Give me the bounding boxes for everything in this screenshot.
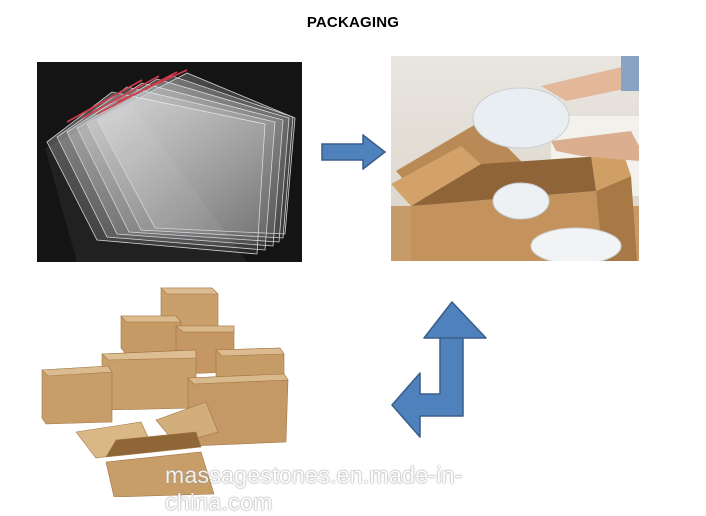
arrow-right-icon <box>321 134 387 170</box>
clear-bags-photo <box>37 62 302 262</box>
cardboard-boxes-photo <box>36 282 294 497</box>
page-title: PACKAGING <box>306 14 400 31</box>
watermark-text: massagestones.en.made-in-china.com <box>165 462 463 515</box>
packing-box-photo <box>391 56 639 261</box>
arrow-bent-up-left-icon <box>391 301 487 438</box>
